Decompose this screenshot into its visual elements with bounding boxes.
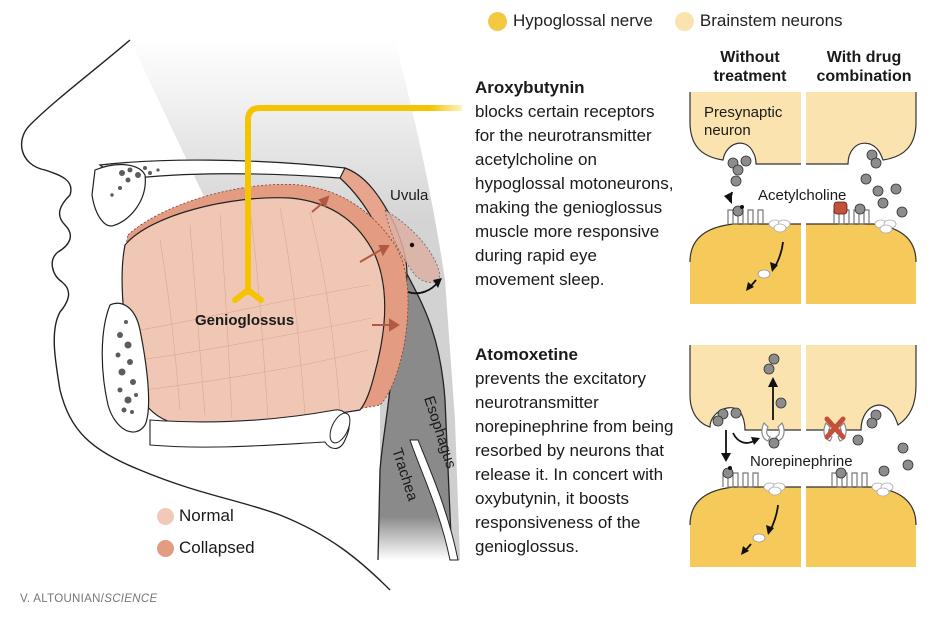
maxilla-bone [91, 163, 146, 227]
acetylcholine-synapse-diagram: Presynaptic neuron Acetylcholine [689, 92, 917, 304]
postsynaptic-neuron-with-drug [806, 224, 916, 304]
nerve-branch [232, 287, 264, 303]
collapsed-swatch [157, 539, 174, 557]
receptor-left [722, 472, 759, 488]
description-line: prevents the excitatory [475, 369, 647, 388]
description-line: blocks certain receptors [475, 102, 655, 121]
description-line: norepinephrine from being [475, 417, 674, 436]
column-header-with-drug-combination: With drug combination [808, 48, 920, 86]
top-legend: Hypoglossal nerve Brainstem neurons [488, 11, 865, 31]
legend-item-normal: Normal [157, 506, 234, 526]
legend-label: Brainstem neurons [699, 11, 843, 30]
column-header-without-treatment: Without treatment [700, 48, 800, 86]
drug-name: Atomoxetine [475, 345, 578, 364]
norepinephrine-label: Norepinephrine [750, 453, 853, 470]
description-line: responsiveness of the [475, 513, 641, 532]
head-cross-section-illustration: Uvula Genioglossus Esophagus Trachea [20, 39, 462, 591]
description-line: acetylcholine on [475, 150, 597, 169]
description-line: neurotransmitter [475, 393, 599, 412]
uvula-label: Uvula [390, 187, 429, 204]
description-line: genioglossus. [475, 537, 579, 556]
reuptake-transporter [761, 421, 785, 442]
receptor-right [833, 209, 870, 225]
acetylcholine-label: Acetylcholine [758, 187, 846, 204]
hypoglossal-nerve-swatch [488, 11, 507, 31]
legend-item-brainstem-neurons: Brainstem neurons [674, 11, 843, 31]
receptor-right [831, 472, 868, 488]
credit-author: V. ALTOUNIAN/ [20, 593, 105, 605]
description-line: oxybutynin, it boosts [475, 489, 630, 508]
presynaptic-neuron-without-treatment [690, 345, 801, 430]
acetylcholine-molecules-right [854, 149, 908, 218]
legend-label: Collapsed [179, 538, 255, 557]
maxilla-bone-spots [110, 166, 160, 197]
presynaptic-neuron-label: neuron [704, 122, 751, 139]
description-line: resorbed by neurons that [475, 441, 665, 460]
esophagus-trachea-divider [409, 439, 459, 561]
legend-label: Normal [179, 506, 234, 525]
aroxybutynin-blocker [833, 201, 848, 215]
description-line: release it. In concert with [475, 465, 664, 484]
presynaptic-neuron-with-drug [806, 92, 916, 164]
drug-description-atomoxetine: Atomoxetine prevents the excitatory neur… [475, 343, 690, 559]
image-credit: V. ALTOUNIAN/SCIENCE [20, 593, 157, 605]
atomoxetine-block-x-icon [824, 416, 846, 440]
legend-label: Hypoglossal nerve [513, 11, 653, 30]
hypoglossal-nerve [245, 105, 462, 295]
genioglossus-label: Genioglossus [195, 312, 294, 329]
acetylcholine-molecules-left [727, 155, 752, 217]
description-line: during rapid eye [475, 246, 597, 265]
receptor-left [727, 209, 764, 225]
norepinephrine-synapse-diagram: Norepinephrine [689, 345, 917, 567]
uvula-dot [409, 242, 415, 248]
mandible-bone [101, 302, 150, 433]
credit-publication: SCIENCE [104, 593, 158, 605]
tongue-muscle-fibers [139, 207, 373, 419]
presynaptic-neuron-without-treatment [690, 92, 801, 164]
hyoid-bone [149, 409, 350, 450]
description-line: hypoglossal motoneurons, [475, 174, 674, 193]
postsynaptic-neuron-with-drug [806, 487, 916, 567]
legend-item-collapsed: Collapsed [157, 538, 255, 558]
postsynaptic-neuron-without-treatment [690, 224, 801, 304]
presynaptic-neuron-with-drug [806, 345, 916, 430]
postsynaptic-neuron-without-treatment [690, 487, 801, 567]
enzyme-cluster-left [763, 482, 786, 496]
normal-swatch [157, 507, 174, 525]
enzyme-cluster-left [768, 219, 791, 233]
column-header-line: treatment [713, 68, 787, 85]
legend-item-hypoglossal-nerve: Hypoglossal nerve [488, 11, 653, 31]
description-line: movement sleep. [475, 270, 605, 289]
brainstem-neurons-swatch [674, 11, 694, 31]
collapse-arrows [311, 195, 400, 332]
description-line: muscle more responsive [475, 222, 660, 241]
presynaptic-neuron-label: Presynaptic [704, 104, 783, 121]
mandible-bone-spots [115, 320, 138, 414]
description-line: making the genioglossus [475, 198, 663, 217]
description-line: for the neurotransmitter [475, 126, 652, 145]
column-header-line: Without [720, 49, 780, 66]
enzyme-cluster-right [871, 482, 894, 497]
norepinephrine-molecules-right [835, 409, 914, 479]
column-header-line: combination [816, 68, 912, 85]
drug-name: Aroxybutynin [475, 78, 585, 97]
column-header-line: With drug [826, 49, 902, 66]
enzyme-cluster-right [874, 219, 897, 234]
norepinephrine-molecules-left [712, 353, 787, 479]
drug-description-aroxybutynin: Aroxybutynin blocks certain receptors fo… [475, 76, 690, 292]
